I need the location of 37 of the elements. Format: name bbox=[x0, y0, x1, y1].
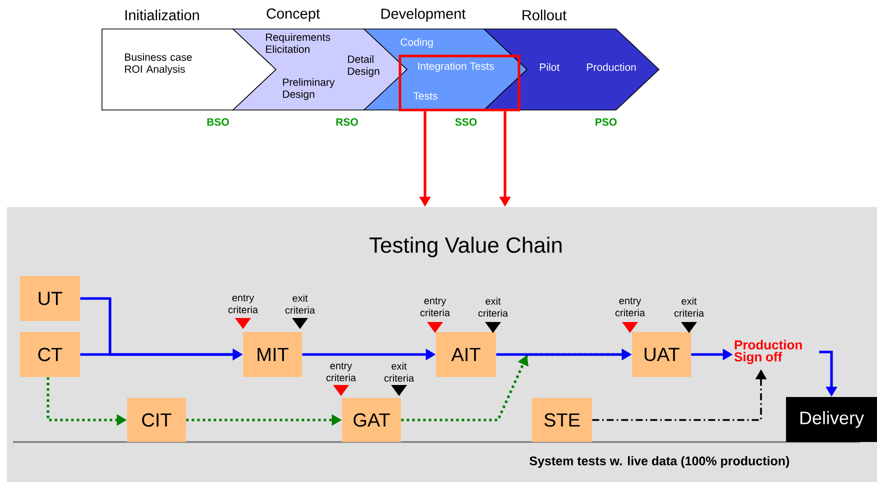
test-stage-box: UAT bbox=[632, 332, 691, 377]
milestone-label: PSO bbox=[596, 118, 617, 126]
criteria-label: entry criteria bbox=[615, 298, 646, 316]
activity-label: Requirements Elicitation bbox=[266, 33, 330, 53]
sign-off-label: Production Sign off bbox=[734, 340, 802, 364]
test-stage-box: CT bbox=[20, 332, 80, 377]
activity-label: Business case ROI Analysis bbox=[125, 53, 192, 75]
box-caption: System tests w. live data (100% production) bbox=[530, 456, 790, 468]
criteria-label: exit criteria bbox=[478, 297, 508, 317]
criteria-label: exit criteria bbox=[285, 294, 315, 314]
criteria-label: exit criteria bbox=[384, 362, 414, 382]
criteria-label: entry criteria bbox=[326, 362, 356, 382]
test-stage-box: MIT bbox=[243, 332, 302, 377]
activity-label: Preliminary Design bbox=[283, 78, 335, 100]
milestone-label: RSO bbox=[336, 118, 358, 126]
test-stage-box: STE bbox=[532, 398, 592, 442]
activity-label: Detail Design bbox=[348, 55, 380, 77]
activity-label: Pilot bbox=[540, 63, 560, 71]
phase-heading: Initialization bbox=[125, 10, 199, 20]
test-stage-box: CIT bbox=[127, 398, 186, 442]
test-stage-box: GAT bbox=[342, 398, 401, 442]
activity-label: Coding bbox=[400, 38, 433, 48]
milestone-label: BSO bbox=[207, 118, 229, 126]
criteria-label: entry criteria bbox=[420, 298, 450, 316]
panel-title: Testing Value Chain bbox=[369, 236, 562, 258]
criteria-label: exit criteria bbox=[674, 297, 704, 317]
milestone-label: SSO bbox=[455, 118, 477, 126]
criteria-label: entry criteria bbox=[228, 294, 258, 314]
test-stage-box: UT bbox=[20, 276, 80, 321]
activity-label: Tests bbox=[413, 92, 438, 100]
phase-heading: Rollout bbox=[522, 10, 566, 20]
test-stage-box: AIT bbox=[436, 332, 496, 377]
phase-heading: Development bbox=[381, 8, 466, 22]
delivery-box: Delivery bbox=[786, 397, 877, 442]
activity-label: Integration Tests bbox=[418, 62, 494, 72]
phase-heading: Concept bbox=[266, 8, 320, 22]
activity-label: Production bbox=[587, 63, 636, 71]
